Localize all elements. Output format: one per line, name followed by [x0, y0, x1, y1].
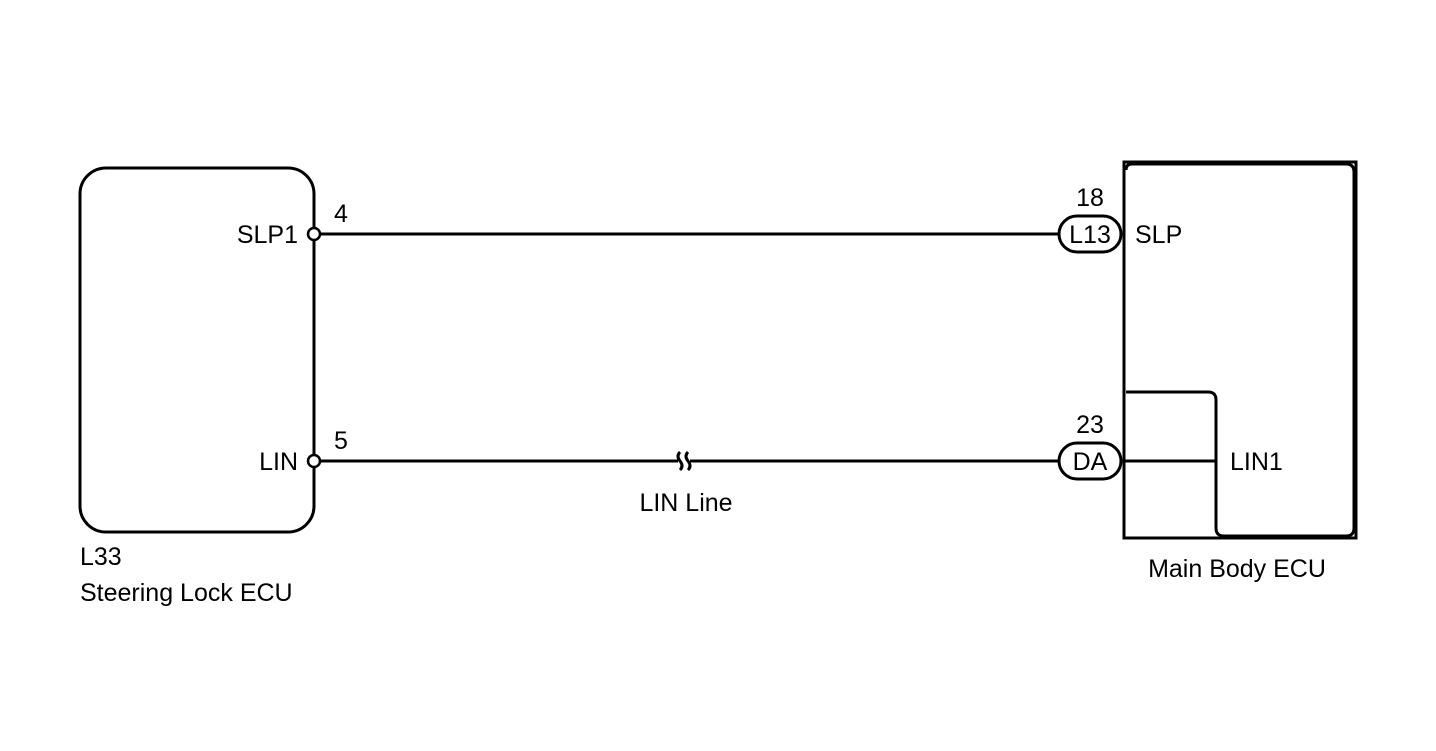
steering-lock-ecu-code: L33 — [80, 543, 122, 571]
pin-label-slp: SLP — [1135, 221, 1182, 249]
pin-label-lin1: LIN1 — [1230, 448, 1283, 476]
pin-label-slp1: SLP1 — [237, 221, 298, 249]
terminal-number-4: 4 — [334, 200, 348, 228]
pin-label-lin: LIN — [259, 448, 298, 476]
main-body-ecu-inner-outline — [1124, 162, 1356, 538]
lin-line-label: LIN Line — [639, 489, 732, 517]
terminal-number-5: 5 — [334, 427, 348, 455]
terminal-number-18: 18 — [1076, 184, 1104, 212]
terminal-number-23: 23 — [1076, 411, 1104, 439]
main-body-ecu-name: Main Body ECU — [1148, 555, 1326, 583]
wire-break-icon — [676, 450, 692, 472]
steering-lock-ecu-name: Steering Lock ECU — [80, 579, 293, 607]
connector-oval-da — [1057, 441, 1123, 481]
main-body-ecu-box — [1122, 160, 1358, 540]
connector-label-l13: L13 — [1069, 221, 1111, 249]
pin-circle-slp1 — [306, 226, 322, 242]
pin-circle-lin — [306, 453, 322, 469]
connector-oval-l13 — [1057, 214, 1123, 254]
connector-label-da: DA — [1073, 448, 1108, 476]
